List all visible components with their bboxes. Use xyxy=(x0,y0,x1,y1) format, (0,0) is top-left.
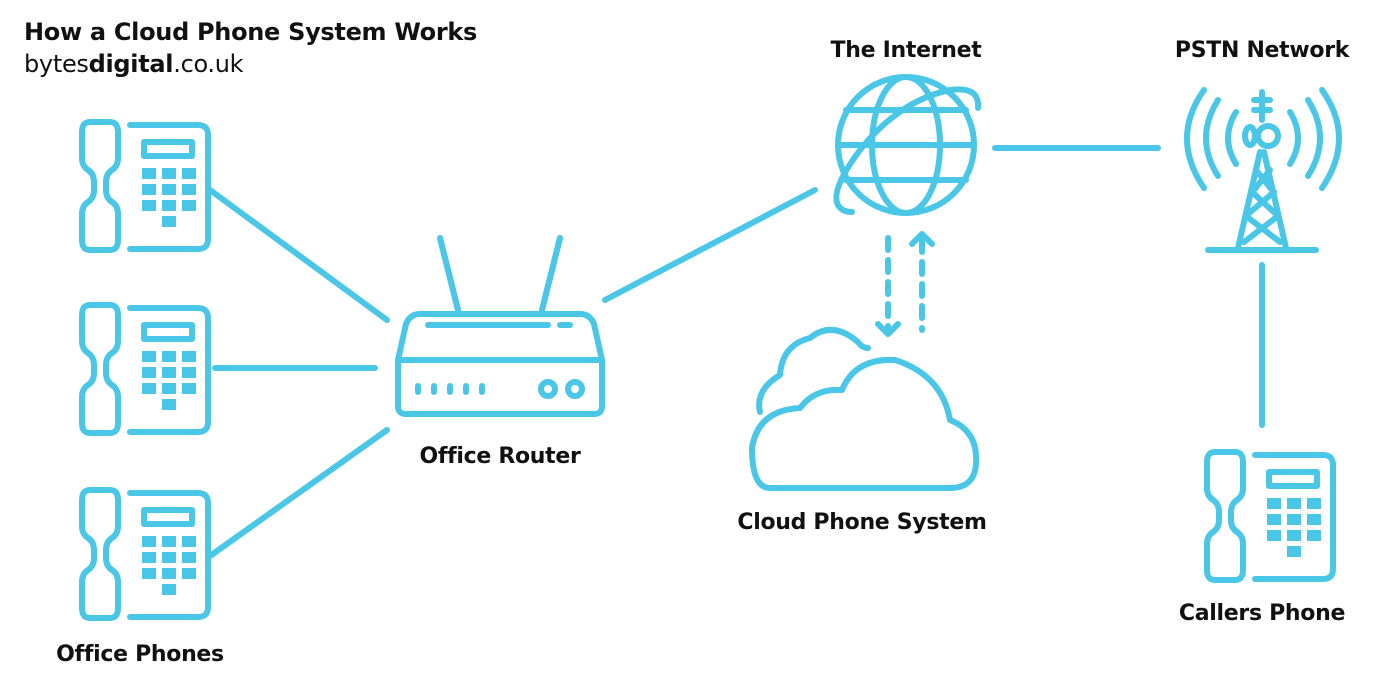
connection-phone3-router xyxy=(207,427,390,559)
dashed-arrow-down xyxy=(875,235,901,337)
brand-url: bytesdigital.co.uk xyxy=(24,50,244,78)
desk-phone-icon xyxy=(82,305,208,433)
office-phones-label: Office Phones xyxy=(56,642,224,667)
cloud-icon xyxy=(749,327,980,491)
callers-desk-phone-icon xyxy=(1207,452,1333,580)
connection-router-internet xyxy=(602,187,818,303)
brand-bold: digital xyxy=(88,50,174,78)
cloud-label: Cloud Phone System xyxy=(737,510,987,535)
diagram-title: How a Cloud Phone System Works xyxy=(24,18,478,46)
dashed-arrow-up xyxy=(909,231,935,333)
pstn-label: PSTN Network xyxy=(1174,38,1350,63)
desk-phone-icon xyxy=(82,490,208,618)
cell-tower-icon xyxy=(1184,87,1342,253)
internet-label: The Internet xyxy=(830,38,982,63)
router-icon xyxy=(395,235,605,417)
router-label: Office Router xyxy=(419,444,581,469)
callers-phone-label: Callers Phone xyxy=(1178,601,1346,626)
brand-suffix: .co.uk xyxy=(173,50,244,78)
globe-icon xyxy=(833,74,982,216)
brand-prefix: bytes xyxy=(24,50,89,78)
connections xyxy=(207,145,1265,559)
connection-phone1-router xyxy=(207,187,390,323)
desk-phone-icon xyxy=(82,122,208,250)
